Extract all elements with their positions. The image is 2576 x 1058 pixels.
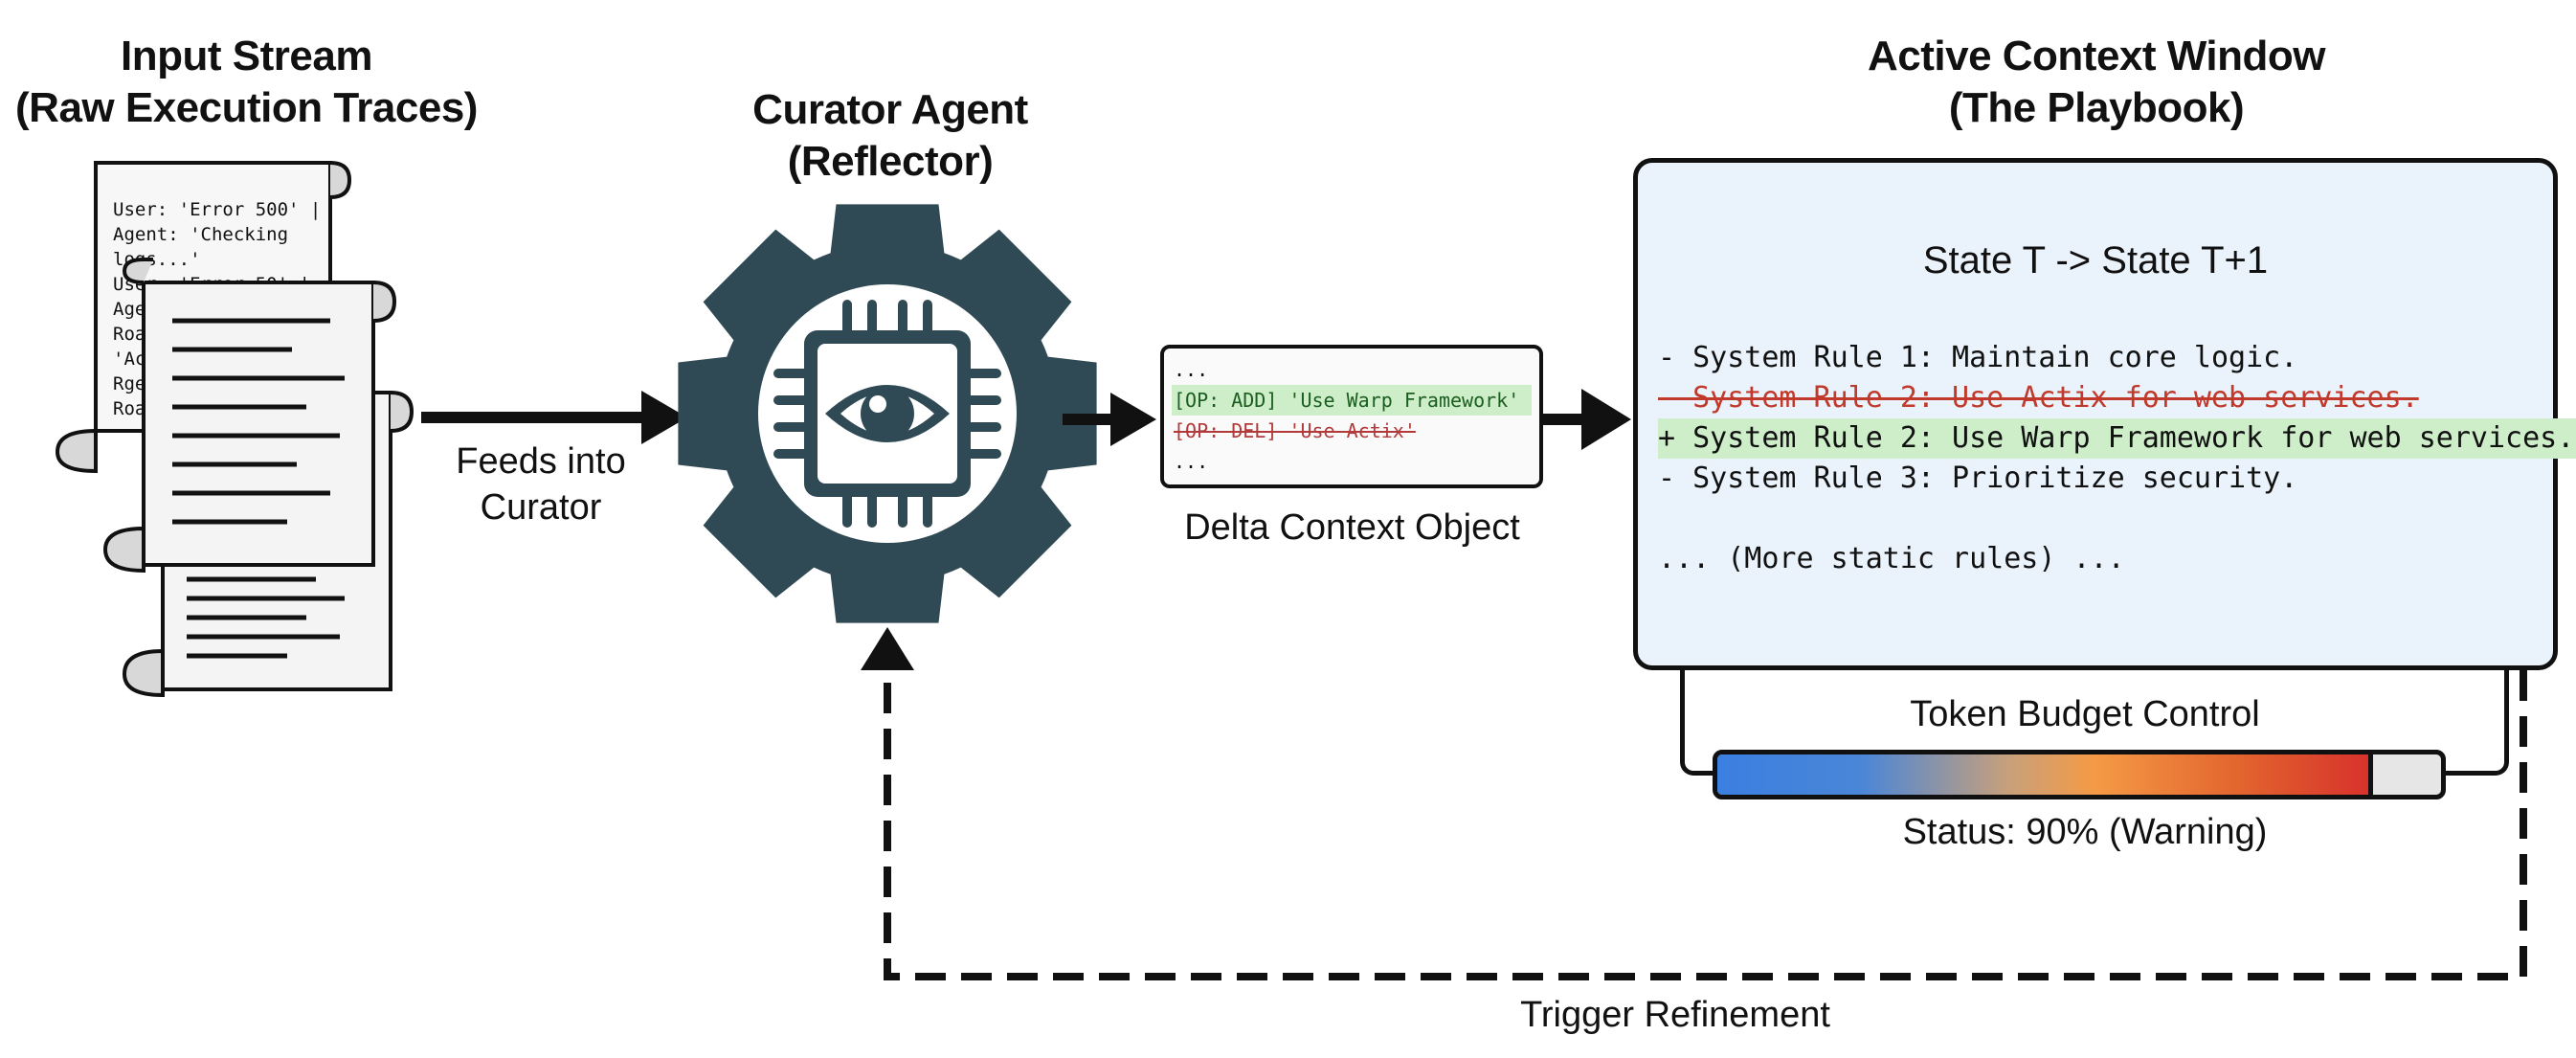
rule-gap <box>1654 499 2543 539</box>
playbook-title-line1: Active Context Window <box>1867 33 2326 79</box>
delta-context-label: Delta Context Object <box>1184 507 1520 548</box>
token-budget-status: Status: 90% (Warning) <box>1902 812 2268 852</box>
input-stream-title-line2: (Raw Execution Traces) <box>15 84 478 131</box>
rule-line-added: + System Rule 2: Use Warp Framework for … <box>1654 418 2576 459</box>
rule-text-more: ... (More static rules) ... <box>1658 542 2125 575</box>
playbook-panel: State T -> State T+1 - System Rule 1: Ma… <box>1633 158 2576 670</box>
feeds-into-label: Feeds into Curator <box>436 439 646 530</box>
rule-text-added: + System Rule 2: Use Warp Framework for … <box>1658 418 2576 459</box>
rule-text-deleted: - System Rule 2: Use Actix for web servi… <box>1658 381 2419 415</box>
delta-context-box: ... [OP: ADD] 'Use Warp Framework' [OP: … <box>1160 345 1543 488</box>
delta-line-4: ... <box>1174 450 1209 473</box>
playbook-title: Active Context Window (The Playbook) <box>1771 31 2422 134</box>
trace-scroll-stack: User: 'Error 500' | Agent: 'Checking log… <box>55 161 414 698</box>
rule-text-3: - System Rule 3: Prioritize security. <box>1658 461 2298 495</box>
arrow-delta-to-playbook <box>1543 389 1631 450</box>
trace-line-5: Age <box>113 299 146 320</box>
playbook-title-line2: (The Playbook) <box>1948 84 2245 131</box>
arrow-curator-to-delta <box>1063 393 1156 446</box>
trigger-refinement-label: Trigger Refinement <box>1520 995 1830 1035</box>
rule-line-1: - System Rule 1: Maintain core logic. <box>1654 338 2543 378</box>
token-budget-bar <box>1713 750 2446 799</box>
curator-title-line2: (Reflector) <box>787 138 994 185</box>
delta-line-add: [OP: ADD] 'Use Warp Framework' <box>1172 385 1532 416</box>
token-budget-fill <box>1717 754 2374 795</box>
trace-scroll-front <box>102 258 397 574</box>
rule-line-deleted: - System Rule 2: Use Actix for web servi… <box>1654 378 2543 418</box>
curator-title-line1: Curator Agent <box>752 86 1028 133</box>
playbook-rules-list: - System Rule 1: Maintain core logic. - … <box>1654 338 2576 579</box>
trace-line-6: Roa <box>113 324 146 345</box>
rule-line-more: ... (More static rules) ... <box>1654 539 2543 579</box>
trace-line-8: Rge <box>113 373 146 394</box>
rule-line-3: - System Rule 3: Prioritize security. <box>1654 459 2543 499</box>
token-budget-label: Token Budget Control <box>1910 694 2260 734</box>
rule-text-1: - System Rule 1: Maintain core logic. <box>1658 341 2298 374</box>
arrow-feeds-into-curator <box>421 391 687 444</box>
input-stream-title-line1: Input Stream <box>121 33 372 79</box>
delta-line-del: [OP: DEL] 'Use Actix' <box>1174 419 1416 442</box>
trace-line-1: User: 'Error 500' | <box>113 199 321 220</box>
feedback-loop-arrow <box>861 627 2527 980</box>
trace-line-2: Agent: 'Checking <box>113 224 288 245</box>
gear-chip-eye-icon <box>678 204 1097 623</box>
state-transition-title: State T -> State T+1 <box>1922 239 2269 281</box>
curator-title: Curator Agent (Reflector) <box>699 84 1082 188</box>
trace-line-9: Roa <box>113 398 146 419</box>
delta-line-1: ... <box>1174 358 1209 381</box>
feeds-into-line1: Feeds into <box>456 441 626 482</box>
feeds-into-line2: Curator <box>480 487 602 528</box>
input-stream-title: Input Stream (Raw Execution Traces) <box>0 31 493 134</box>
trace-line-7: 'Ac <box>113 349 146 370</box>
